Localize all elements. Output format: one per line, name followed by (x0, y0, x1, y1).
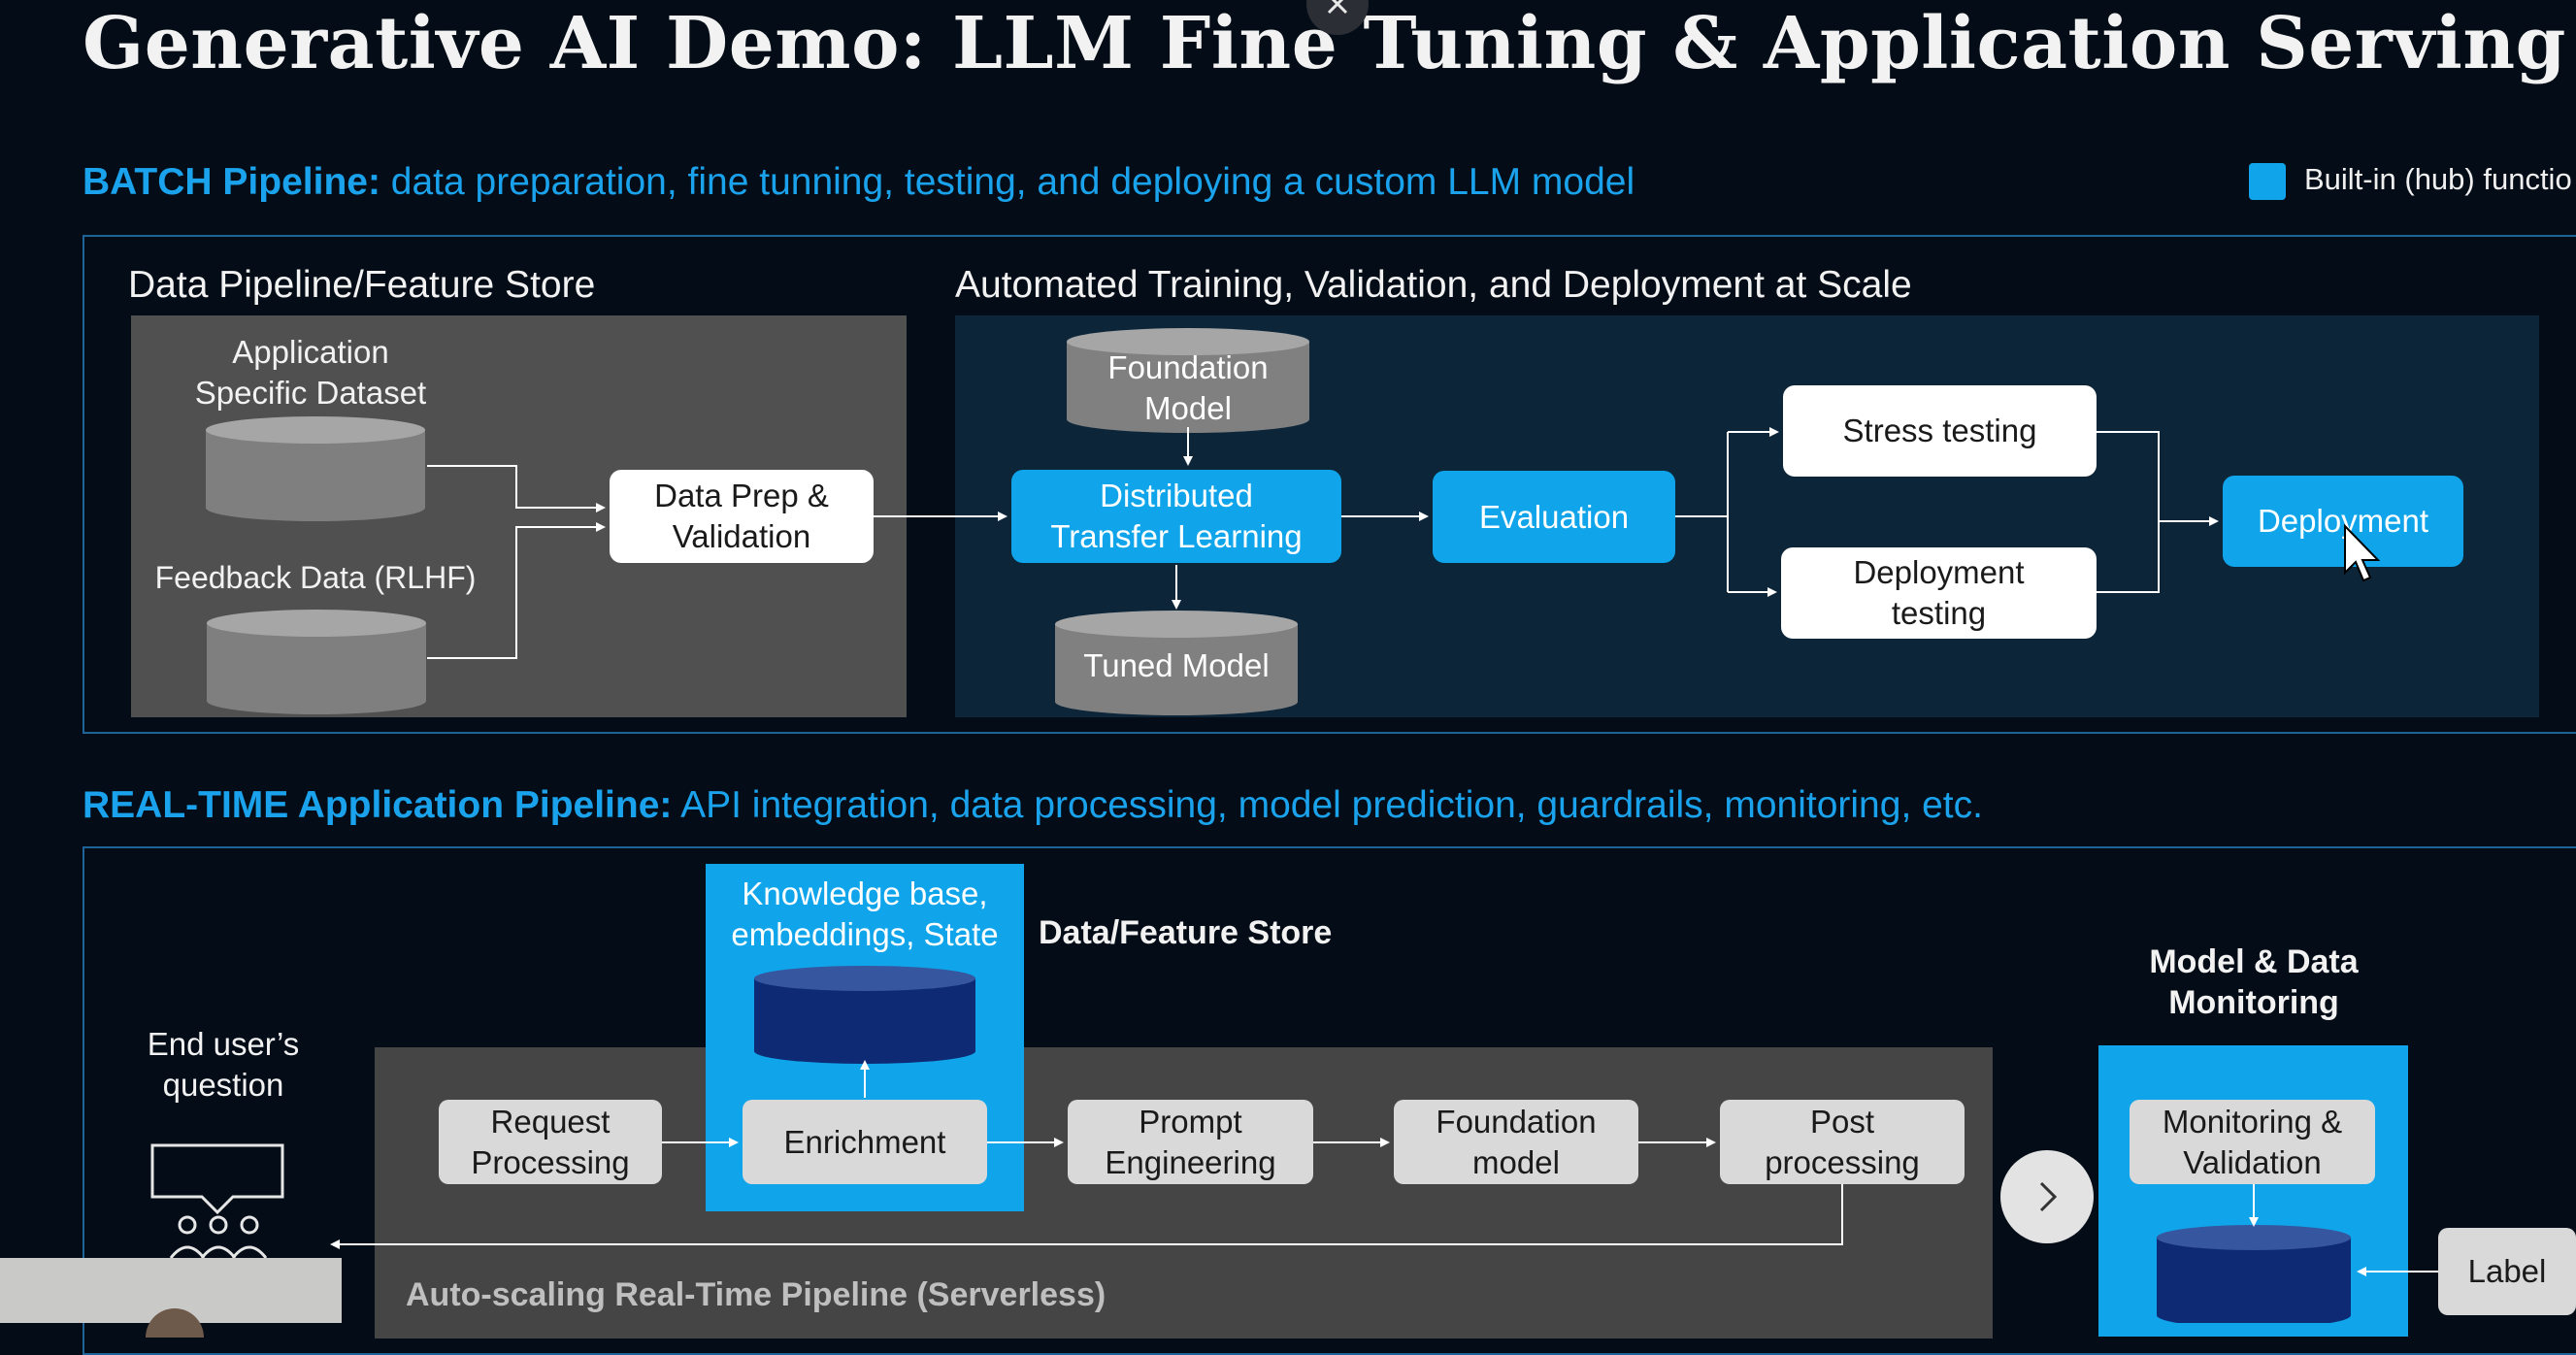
enrichment-node[interactable]: Enrichment (743, 1100, 987, 1184)
serverless-pipeline-label: Auto-scaling Real-Time Pipeline (Serverl… (406, 1276, 1106, 1313)
tuned-model-cylinder (1055, 611, 1298, 715)
feedback-data-cylinder (207, 610, 426, 714)
monitoring-cylinder (2157, 1225, 2351, 1323)
knowledge-base-cylinder (754, 966, 975, 1064)
evaluation-node[interactable]: Evaluation (1433, 471, 1675, 563)
realtime-pipeline-heading: REAL-TIME Application Pipeline: API inte… (83, 784, 1983, 827)
data-pipeline-label: Data Pipeline/Feature Store (128, 264, 596, 306)
mouse-cursor-icon (2344, 524, 2381, 582)
batch-heading-rest: data preparation, fine tunning, testing,… (380, 161, 1635, 203)
tuned-model-label: Tuned Model (1083, 647, 1270, 683)
next-button[interactable] (2000, 1150, 2094, 1243)
batch-pipeline-heading: BATCH Pipeline: data preparation, fine t… (83, 161, 1635, 204)
batch-cylinders (206, 328, 1309, 715)
presenter-video-thumbnail (0, 1258, 342, 1338)
monitoring-validation-node[interactable]: Monitoring &Validation (2130, 1100, 2375, 1184)
batch-pipeline-frame (83, 235, 2576, 734)
batch-heading-bold: BATCH Pipeline: (83, 161, 380, 203)
automated-training-label: Automated Training, Validation, and Depl… (955, 264, 1912, 306)
legend-label: Built-in (hub) functio (2304, 162, 2572, 196)
label-node[interactable]: Label (2438, 1228, 2576, 1315)
deployment-node[interactable]: Deployment (2223, 476, 2463, 567)
stress-testing-node[interactable]: Stress testing (1783, 385, 2097, 477)
knowledge-base-caption: Knowledge base,embeddings, State (731, 876, 999, 952)
realtime-cylinders (150, 966, 2351, 1323)
users-speech-icon (150, 1143, 284, 1259)
foundation-model-cylinder (1067, 328, 1309, 433)
realtime-heading-rest: API integration, data processing, model … (672, 784, 1983, 826)
chevron-right-icon (2039, 1181, 2058, 1212)
close-icon (1327, 0, 1348, 15)
legend-swatch (2249, 163, 2286, 200)
data-prep-node[interactable]: Data Prep &Validation (610, 470, 874, 563)
realtime-heading-bold: REAL-TIME Application Pipeline: (83, 784, 673, 826)
data-feature-store-label: Data/Feature Store (1039, 914, 1333, 951)
presenter-head (146, 1308, 204, 1338)
feedback-data-caption: Feedback Data (RLHF) (154, 560, 477, 595)
app-dataset-cylinder (206, 416, 425, 521)
